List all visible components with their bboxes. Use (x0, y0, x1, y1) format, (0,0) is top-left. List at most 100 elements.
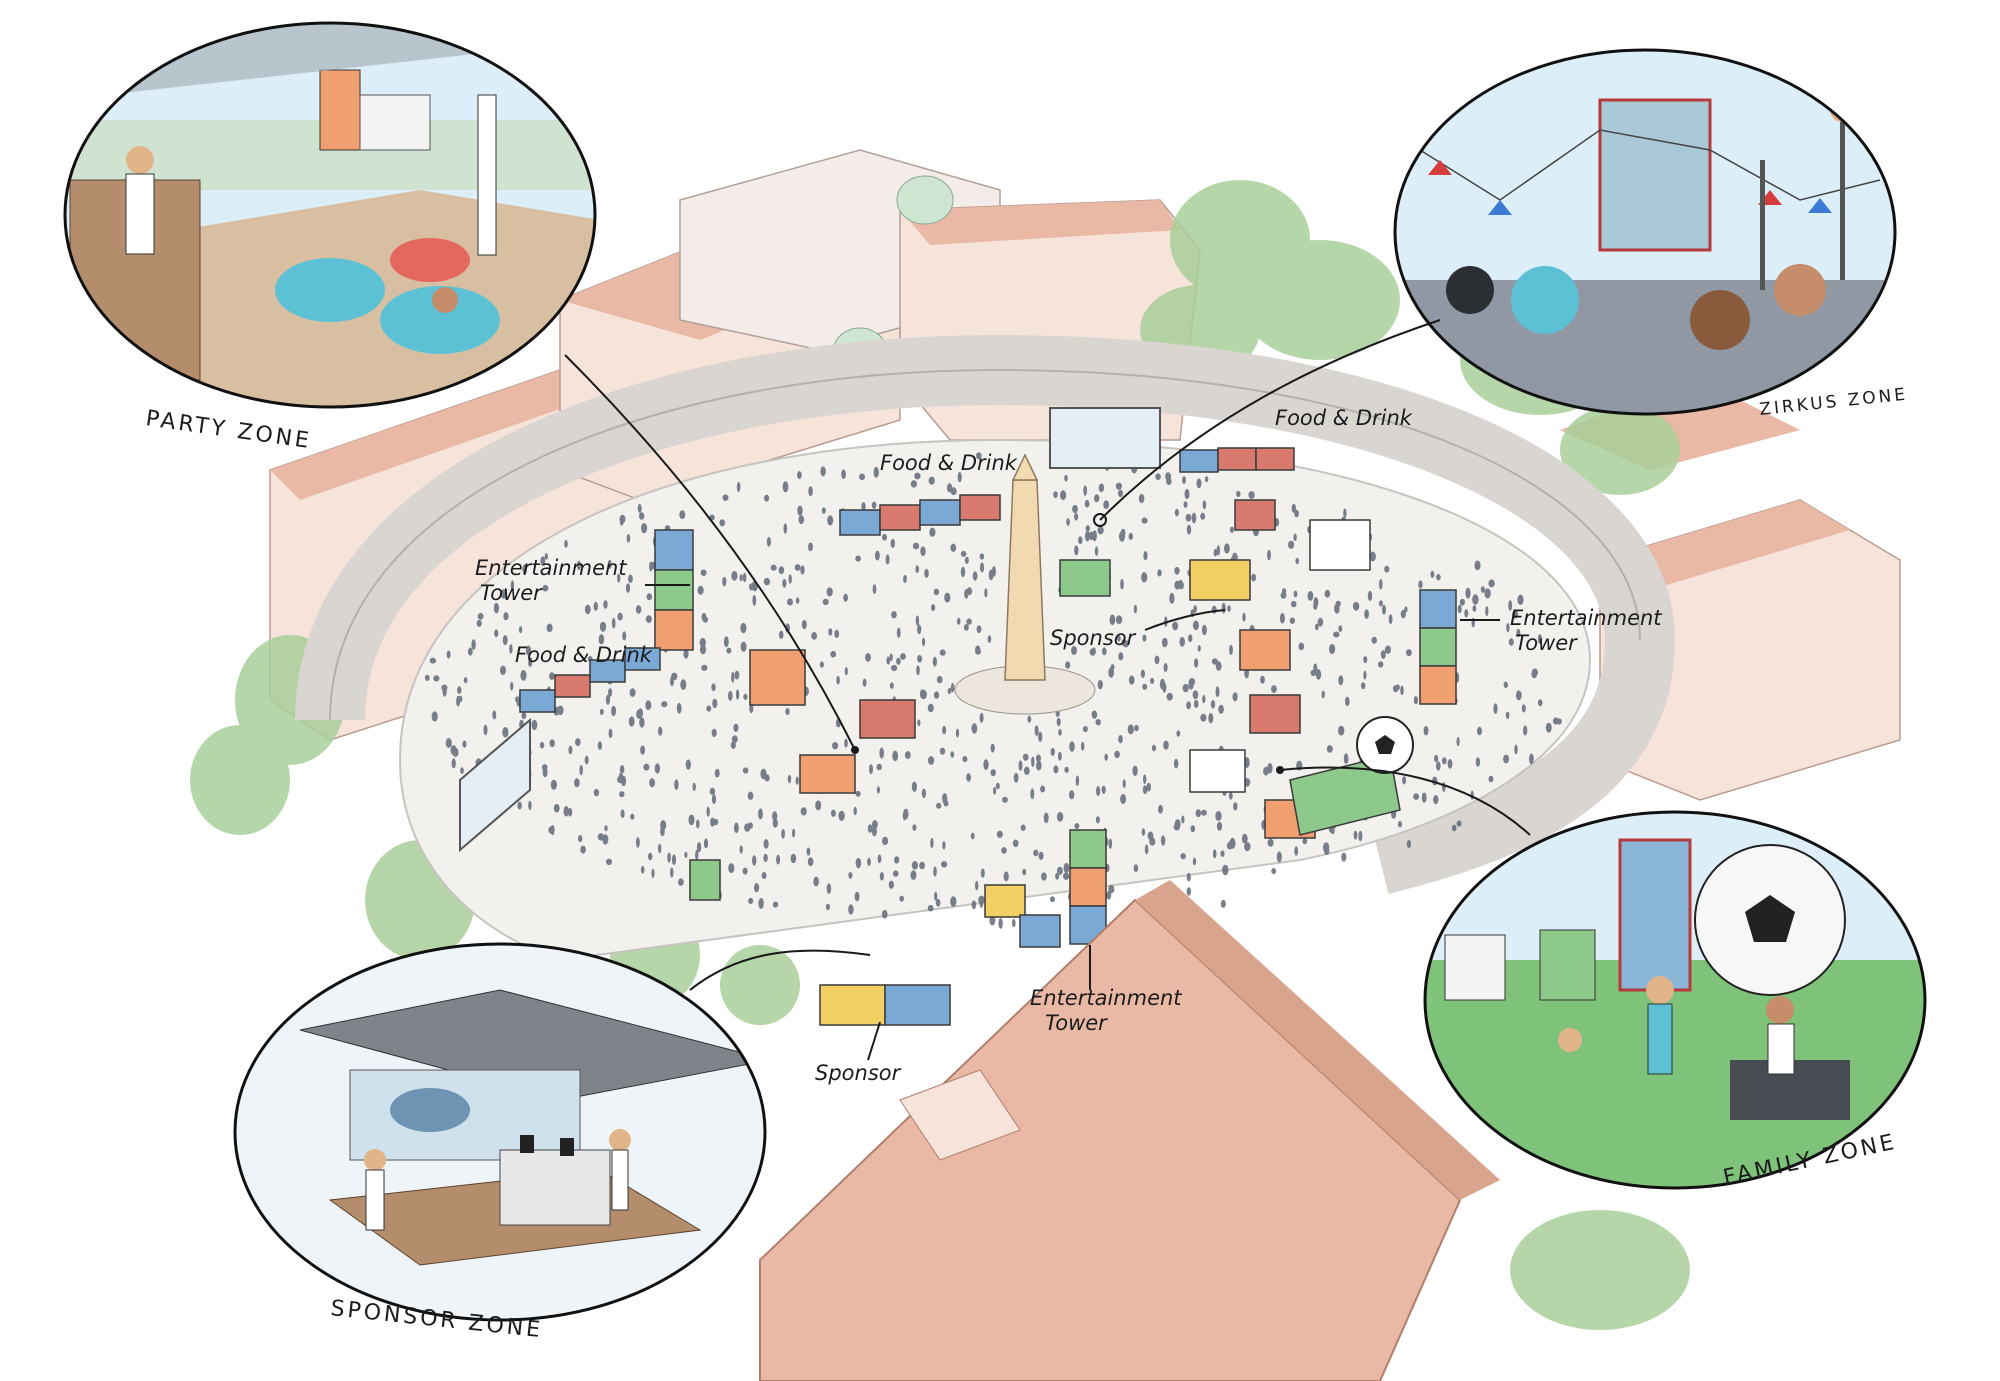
crowd-person (611, 705, 617, 717)
crowd-person (964, 556, 969, 564)
crowd-person (987, 635, 992, 643)
crowd-person (917, 624, 922, 635)
football-inflatable (1356, 716, 1414, 774)
crowd-person (776, 854, 781, 865)
crowd-person (648, 852, 653, 861)
crowd-person (564, 539, 568, 548)
crowd-person (972, 571, 978, 581)
crowd-person (578, 835, 583, 843)
crowd-person (604, 825, 608, 832)
crowd-person (1485, 606, 1489, 617)
crowd-person (1065, 661, 1071, 669)
crowd (424, 452, 1562, 929)
crowd-person (1089, 648, 1096, 656)
crowd-person (1160, 835, 1166, 846)
crowd-person (1200, 809, 1207, 816)
crowd-person (853, 806, 857, 816)
crowd-person (1400, 609, 1406, 619)
crowd-person (1423, 725, 1429, 736)
crowd-person (1222, 864, 1229, 876)
crowd-person (502, 635, 508, 646)
crowd-person (605, 858, 613, 865)
crowd-person (808, 542, 813, 552)
crowd-person (927, 703, 934, 713)
crowd-person (1195, 809, 1202, 818)
crowd-person (1186, 701, 1191, 710)
crowd-person (1433, 795, 1439, 805)
crowd-person (1218, 704, 1224, 714)
crowd-person (611, 617, 616, 629)
crowd-person (1058, 729, 1062, 736)
crowd-person (763, 577, 771, 586)
crowd-person (1183, 501, 1188, 508)
crowd-person (1089, 531, 1095, 541)
crowd-person (1289, 617, 1295, 624)
crowd-person (1186, 887, 1192, 896)
crowd-person (619, 791, 625, 798)
crowd-person (740, 622, 747, 634)
family-zone-vignette (1423, 810, 1927, 1190)
crowd-person (1103, 500, 1110, 509)
crowd-person (429, 657, 437, 664)
crowd-person (976, 625, 982, 634)
crowd-person (748, 897, 754, 905)
label-food-drink-center: Food & Drink (880, 451, 1018, 475)
crowd-person (684, 851, 688, 859)
crowd-person (1184, 488, 1190, 500)
crowd-person (1307, 591, 1314, 601)
crowd-person (872, 820, 878, 830)
crowd-person (1108, 838, 1113, 849)
crowd-person (797, 471, 802, 480)
crowd-person (979, 712, 984, 723)
crowd-person (1118, 489, 1123, 498)
crowd-person (1220, 850, 1225, 857)
crowd-person (477, 612, 484, 620)
crowd-person (1290, 600, 1297, 608)
crowd-person (1180, 581, 1184, 590)
crowd-person (1295, 557, 1299, 565)
crowd-person (764, 494, 770, 502)
crowd-person (628, 574, 633, 583)
crowd-person (494, 629, 499, 638)
crowd-person (605, 694, 611, 705)
crowd-person (1236, 490, 1241, 498)
crowd-person (1464, 609, 1469, 618)
crowd-person (1118, 735, 1123, 744)
crowd-person (458, 695, 463, 703)
crowd-person (894, 856, 900, 864)
crowd-person (549, 672, 555, 680)
sponsor-zone-vignette (233, 942, 767, 1322)
crowd-person (701, 664, 708, 671)
crowd-person (1132, 765, 1138, 777)
crowd-person (1282, 588, 1287, 595)
crowd-person (1085, 525, 1091, 532)
crowd-person (640, 866, 645, 874)
crowd-person (518, 626, 523, 634)
crowd-person (1194, 658, 1199, 668)
crowd-person (1193, 605, 1197, 613)
label-entertainment-tower-left: Entertainment (475, 556, 627, 580)
crowd-person (931, 604, 936, 611)
crowd-person (1294, 509, 1299, 518)
crowd-person (722, 576, 727, 587)
crowd-person (855, 857, 862, 869)
crowd-person (599, 621, 607, 632)
crowd-person (1003, 871, 1009, 882)
crowd-person (1537, 699, 1543, 707)
crowd-person (1216, 545, 1221, 556)
crowd-person (1363, 670, 1367, 680)
crowd-person (939, 747, 946, 755)
crowd-person (1294, 846, 1299, 856)
crowd-person (1050, 896, 1055, 903)
crowd-person (739, 845, 743, 854)
crowd-person (1361, 682, 1366, 690)
crowd-person (1143, 551, 1148, 561)
crowd-person (763, 853, 768, 863)
crowd-person (493, 602, 499, 614)
crowd-person (1038, 731, 1043, 743)
crowd-person (998, 918, 1003, 929)
label-food-drink-right: Food & Drink (1275, 406, 1413, 430)
crowd-person (702, 616, 709, 623)
crowd-person (730, 741, 736, 749)
crowd-person (942, 841, 946, 850)
